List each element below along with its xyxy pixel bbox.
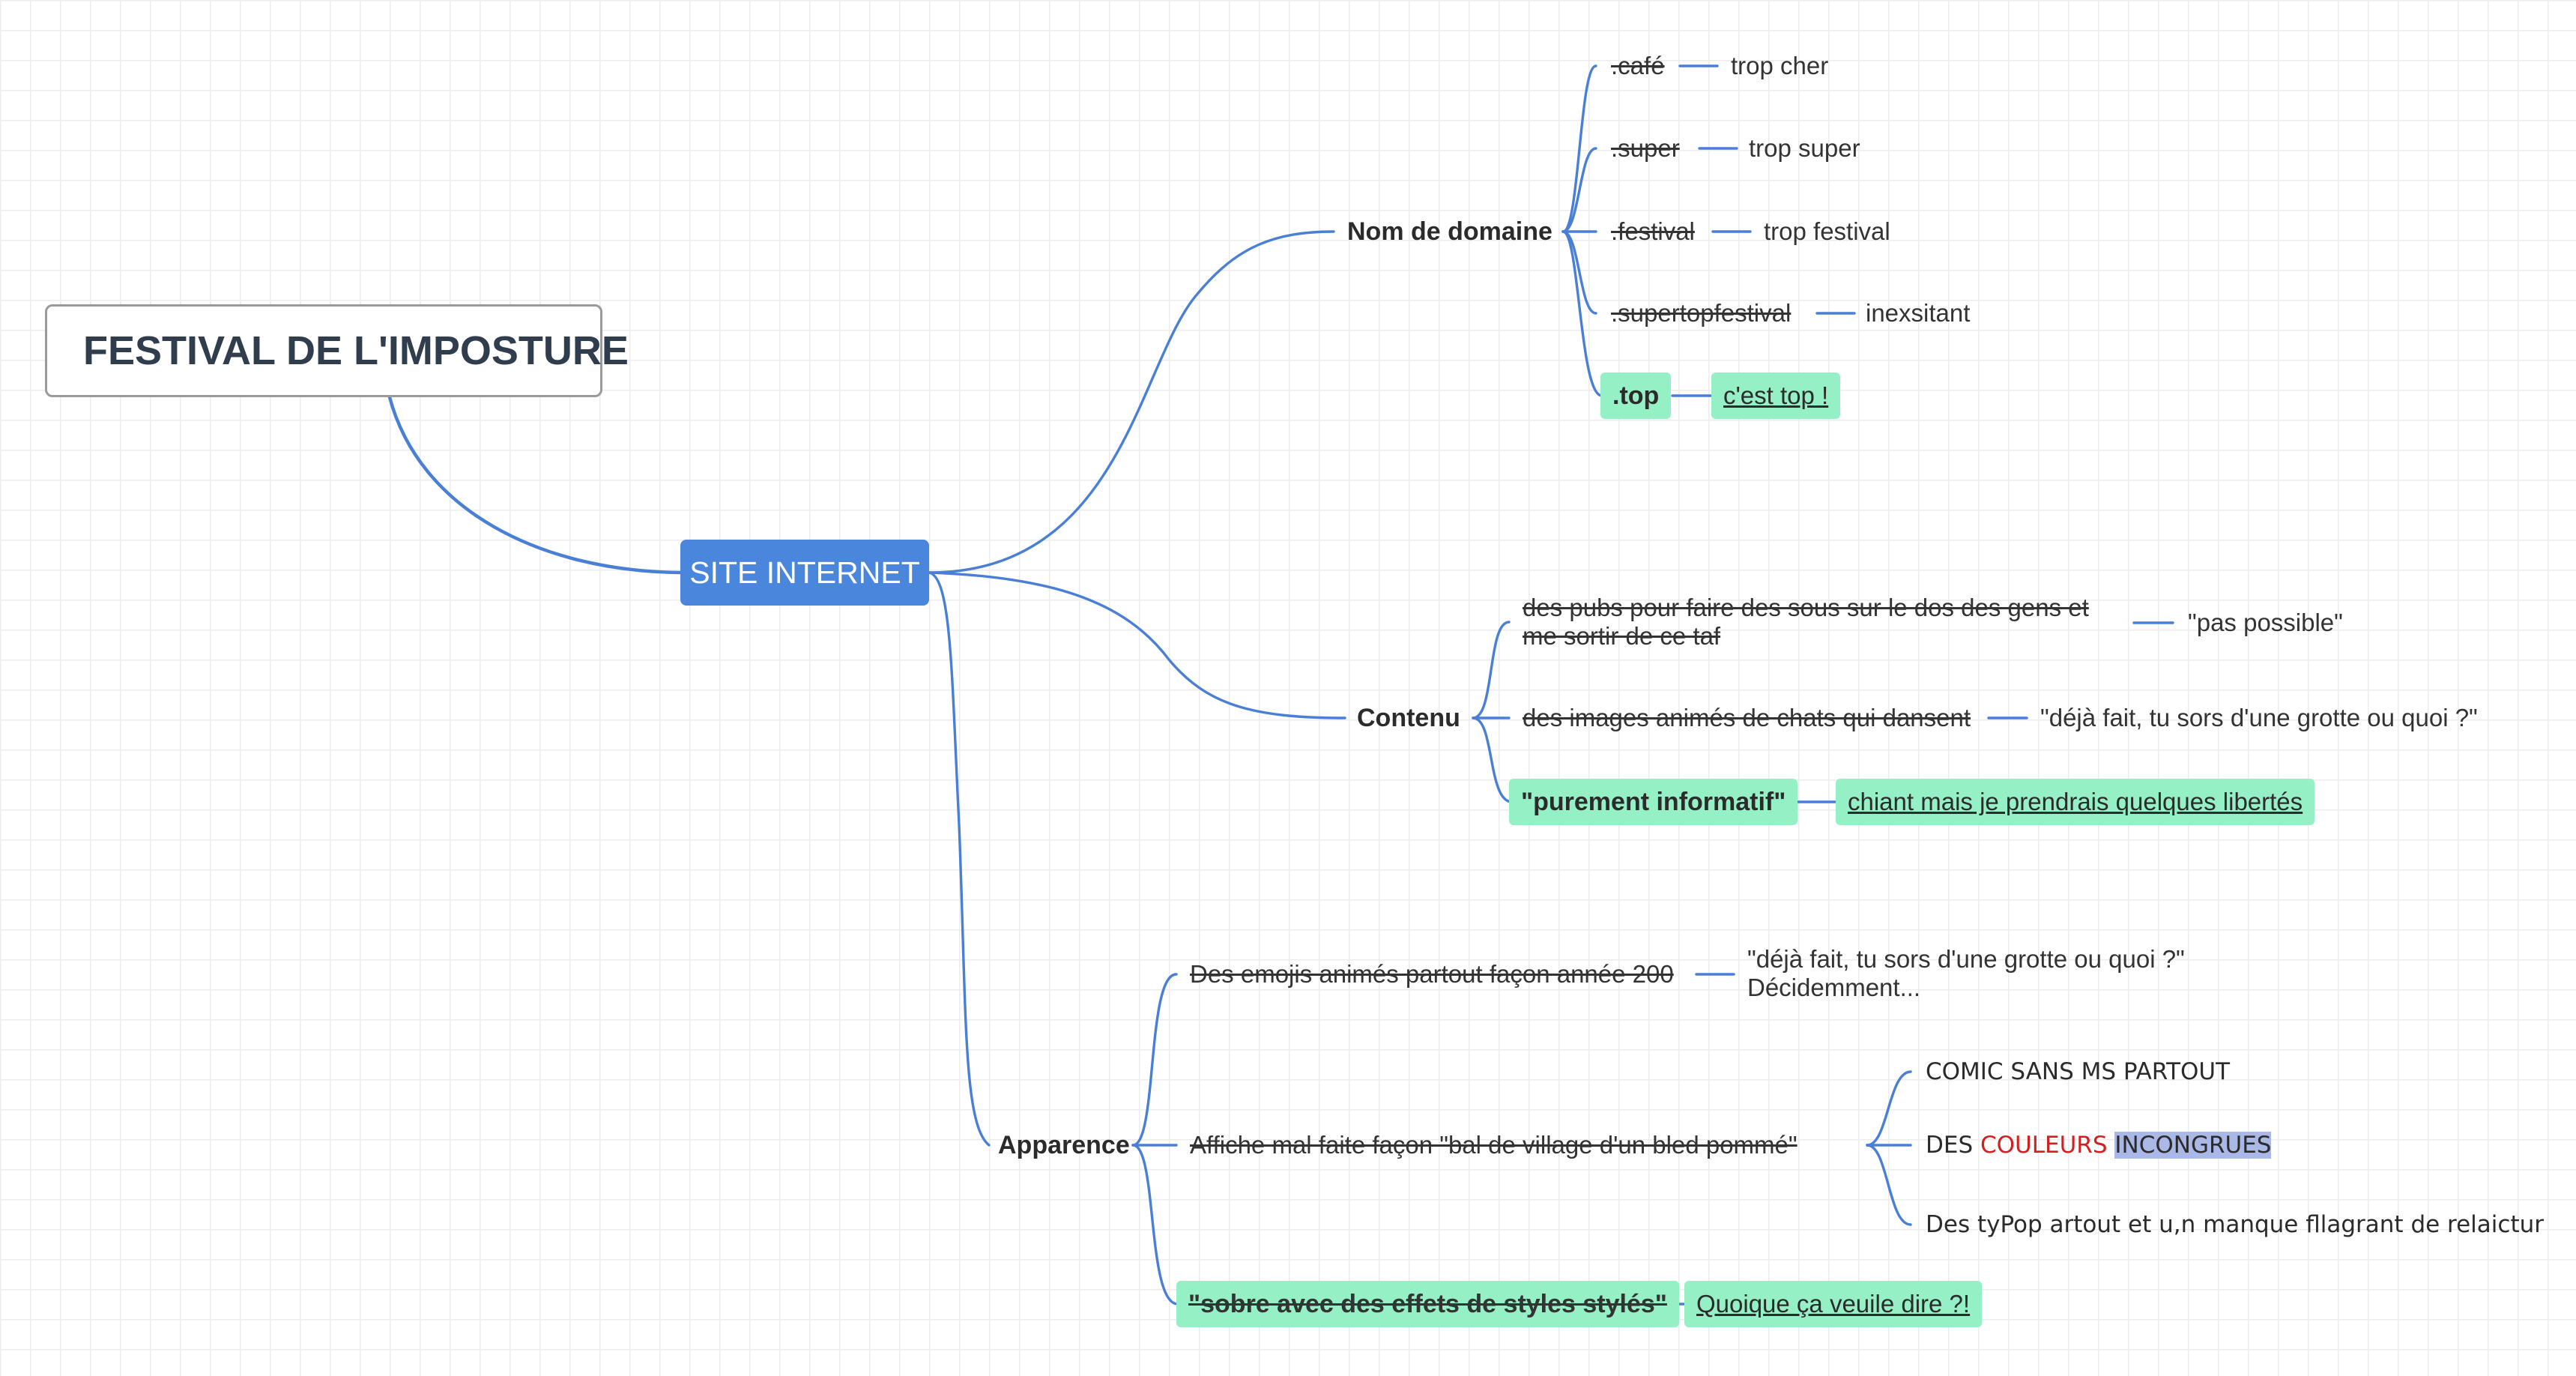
domain-option-super[interactable]: .super bbox=[1611, 134, 1680, 162]
apparence-option-emojis[interactable]: Des emojis animés partout façon année 20… bbox=[1190, 960, 1674, 988]
connector-main-contenu bbox=[928, 571, 1346, 719]
contenu-comment-pubs[interactable]: "pas possible" bbox=[2188, 609, 2343, 636]
connector-contenu-informatif bbox=[1472, 716, 1514, 803]
affiche-detail-des: DES bbox=[1926, 1132, 1974, 1159]
branch-contenu[interactable]: Contenu bbox=[1357, 704, 1460, 732]
contenu-option-pubs[interactable]: des pubs pour faire des sous sur le dos … bbox=[1523, 594, 2089, 651]
affiche-detail-couleurs-red: COULEURS bbox=[1980, 1132, 2108, 1159]
connector-main-domaine bbox=[928, 230, 1335, 574]
connector-contenu-pubs bbox=[1472, 621, 1511, 719]
connector-domaine-top bbox=[1561, 230, 1603, 397]
connector-apparence-sobre bbox=[1131, 1144, 1179, 1306]
affiche-detail-typo[interactable]: Des tyPop artout et u,n manque fllagrant… bbox=[1926, 1211, 2544, 1238]
apparence-comment-sobre[interactable]: Quoique ça veuile dire ?! bbox=[1684, 1281, 1983, 1327]
apparence-comment-emojis[interactable]: "déjà fait, tu sors d'une grotte ou quoi… bbox=[1747, 945, 2185, 1002]
domain-comment-cafe[interactable]: trop cher bbox=[1731, 52, 1829, 79]
connector-main-apparence bbox=[928, 571, 991, 1147]
contenu-option-images-chats[interactable]: des images animés de chats qui dansent bbox=[1523, 704, 1971, 731]
branch-apparence[interactable]: Apparence bbox=[998, 1131, 1130, 1159]
domain-comment-festival[interactable]: trop festival bbox=[1764, 217, 1890, 245]
contenu-comment-informatif[interactable]: chiant mais je prendrais quelques libert… bbox=[1836, 779, 2315, 825]
main-topic-site-internet[interactable]: SITE INTERNET bbox=[680, 540, 929, 606]
domain-comment-top[interactable]: c'est top ! bbox=[1711, 372, 1841, 419]
domain-option-supertopfestival[interactable]: .supertopfestival bbox=[1611, 299, 1792, 327]
domain-comment-super[interactable]: trop super bbox=[1749, 134, 1860, 162]
affiche-detail-incongrues-highlight: INCONGRUES bbox=[2114, 1132, 2272, 1159]
contenu-option-pubs-line2: me sortir de ce taf bbox=[1523, 622, 1721, 650]
domain-option-festival[interactable]: .festival bbox=[1611, 217, 1695, 245]
connector-domaine-cafe bbox=[1561, 64, 1597, 233]
contenu-comment-images-chats[interactable]: "déjà fait, tu sors d'une grotte ou quoi… bbox=[2040, 704, 2478, 731]
root-topic[interactable]: FESTIVAL DE L'IMPOSTURE bbox=[45, 304, 629, 397]
domain-option-cafe[interactable]: .café bbox=[1611, 52, 1665, 79]
contenu-option-informatif-selected[interactable]: "purement informatif" bbox=[1509, 779, 1798, 825]
connector-root-main bbox=[387, 395, 683, 575]
apparence-comment-emojis-line1: "déjà fait, tu sors d'une grotte ou quoi… bbox=[1747, 945, 2185, 973]
connector-domaine-super bbox=[1561, 147, 1597, 233]
branch-nom-de-domaine[interactable]: Nom de domaine bbox=[1347, 217, 1552, 246]
affiche-detail-couleurs[interactable]: DES COULEURS INCONGRUES bbox=[1926, 1131, 2272, 1159]
apparence-option-sobre-selected[interactable]: "sobre avec des effets de styles stylés" bbox=[1176, 1281, 1679, 1327]
connector-apparence-emojis bbox=[1131, 973, 1178, 1147]
affiche-detail-comic-sans[interactable]: COMIC SANS MS PARTOUT bbox=[1926, 1058, 2231, 1085]
domain-option-top-selected[interactable]: .top bbox=[1600, 372, 1672, 419]
domain-comment-supertopfestival[interactable]: inexsitant bbox=[1866, 299, 1971, 327]
apparence-option-affiche[interactable]: Affiche mal faite façon "bal de village … bbox=[1190, 1131, 1798, 1159]
connector-affiche-comic bbox=[1866, 1070, 1912, 1147]
apparence-comment-emojis-line2: Décidemment... bbox=[1747, 974, 1921, 1001]
contenu-option-pubs-line1: des pubs pour faire des sous sur le dos … bbox=[1523, 594, 2089, 621]
connector-affiche-typo bbox=[1866, 1144, 1912, 1226]
